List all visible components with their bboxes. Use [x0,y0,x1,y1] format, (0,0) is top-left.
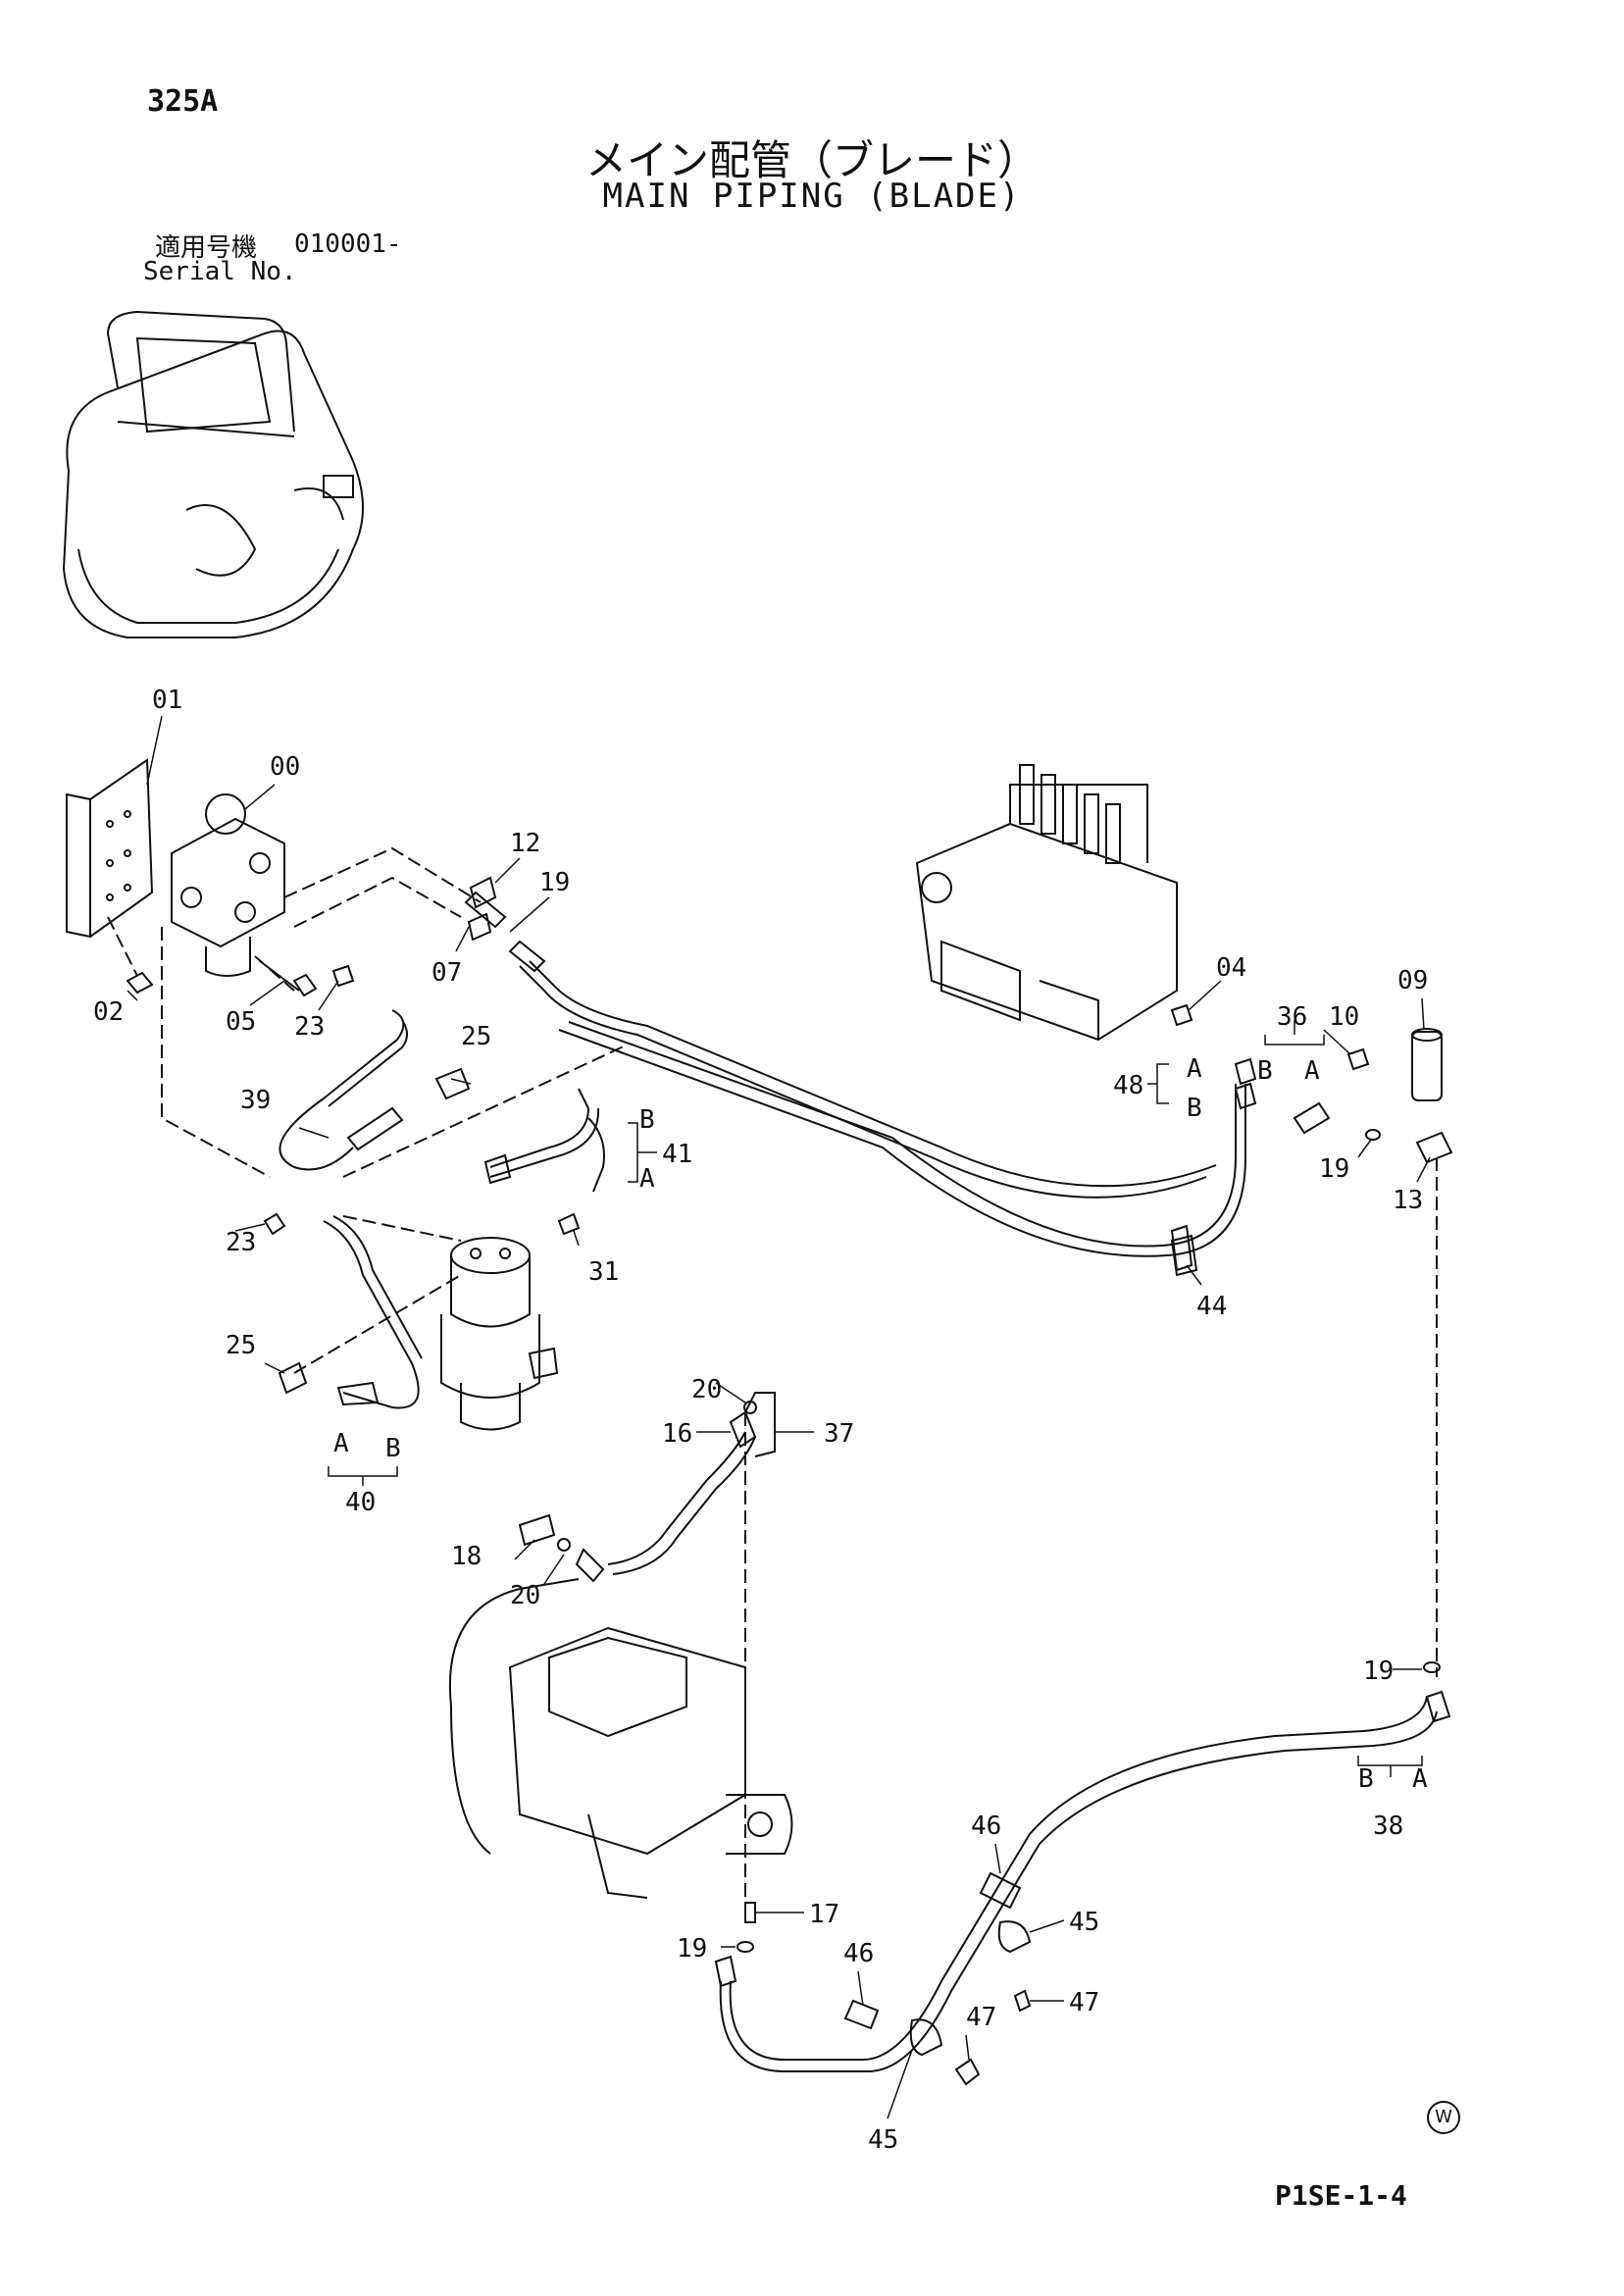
part-label-40-B: B [385,1434,401,1463]
part-label-38-B: B [1358,1764,1374,1794]
part-label-40: 40 [345,1488,376,1517]
part-label-37: 37 [824,1419,854,1449]
part-label-40-A: A [333,1429,349,1458]
serial-number-value: 010001- [294,230,402,259]
part-label-20-lower: 20 [510,1581,540,1610]
part-label-19-upper: 19 [539,868,570,897]
part-label-20-upper: 20 [691,1375,722,1404]
part-label-02: 02 [93,997,124,1027]
bracket-plate [66,758,154,995]
part-label-25-upper: 25 [461,1022,491,1051]
part-label-48-A: A [1187,1054,1202,1084]
fittings-right [1170,1028,1453,1272]
part-label-17: 17 [809,1900,839,1929]
excavator-overview [62,310,364,638]
part-label-36-B: B [1257,1056,1273,1086]
part-label-18: 18 [451,1542,482,1571]
part-label-19-pump-right: 19 [1363,1657,1394,1686]
part-label-25-lower: 25 [226,1331,256,1360]
main-hoses-to-control-valve [464,891,1246,1257]
main-pump [448,1578,793,1953]
part-label-36-A: A [1304,1056,1320,1086]
part-label-38-A: A [1412,1764,1428,1794]
part-label-04: 04 [1216,953,1246,983]
serial-label-english: Serial No. [143,257,297,286]
reference-lines [107,846,1438,1913]
part-label-39: 39 [240,1086,271,1115]
fittings-left [259,876,581,1395]
part-label-16: 16 [662,1419,692,1449]
hose-39 [279,1009,408,1171]
w-mark: W [1427,2101,1460,2134]
title-japanese: メイン配管（ブレード） [584,136,1039,184]
part-label-48-B: B [1187,1094,1202,1123]
part-label-47-lower: 47 [966,2003,996,2032]
hose-41 [483,1088,605,1193]
part-label-45-lower: 45 [868,2125,898,2155]
hose-38 [714,1661,1451,2072]
part-label-05: 05 [226,1007,256,1037]
part-label-41: 41 [662,1140,692,1169]
blade-valve [171,793,285,977]
part-label-47-upper: 47 [1069,1988,1099,2017]
title-english: MAIN PIPING (BLADE) [602,177,1022,216]
page-code: 325A [147,84,219,119]
part-label-44: 44 [1196,1292,1227,1321]
part-label-19-right: 19 [1319,1154,1349,1184]
part-label-10: 10 [1329,1002,1359,1032]
part-label-46-lower: 46 [843,1939,874,1968]
part-label-41-A: A [639,1164,655,1194]
swivel-joint [440,1237,559,1431]
part-label-13: 13 [1393,1186,1423,1215]
part-labels: 01 00 02 05 23 12 19 07 25 39 41 B A 23 … [93,686,1428,2155]
clamp-44 [1170,1234,1198,1277]
part-label-31: 31 [588,1257,619,1287]
clamps-and-bolts [909,1920,1032,2086]
part-label-19-pump: 19 [677,1934,707,1964]
part-label-07: 07 [431,958,462,988]
part-label-46-upper: 46 [971,1811,1001,1841]
part-label-12: 12 [510,829,540,858]
part-label-23-upper: 23 [294,1012,325,1042]
hose-37 [518,1392,776,1583]
part-label-36: 36 [1277,1002,1307,1032]
part-label-45-upper: 45 [1069,1908,1099,1937]
control-valve [915,764,1193,1042]
part-label-00: 00 [270,752,300,782]
part-label-23-lower: 23 [226,1228,256,1257]
serial-label-japanese: 適用号機 [155,233,258,263]
leader-lines [127,715,1431,2119]
hose-40 [323,1215,423,1409]
part-label-48: 48 [1113,1071,1143,1100]
part-label-01: 01 [152,686,182,715]
part-label-41-B: B [639,1105,655,1135]
part-label-09: 09 [1397,966,1428,995]
part-label-38: 38 [1373,1811,1403,1841]
page-reference-code: P1SE-1-4 [1275,2179,1407,2212]
